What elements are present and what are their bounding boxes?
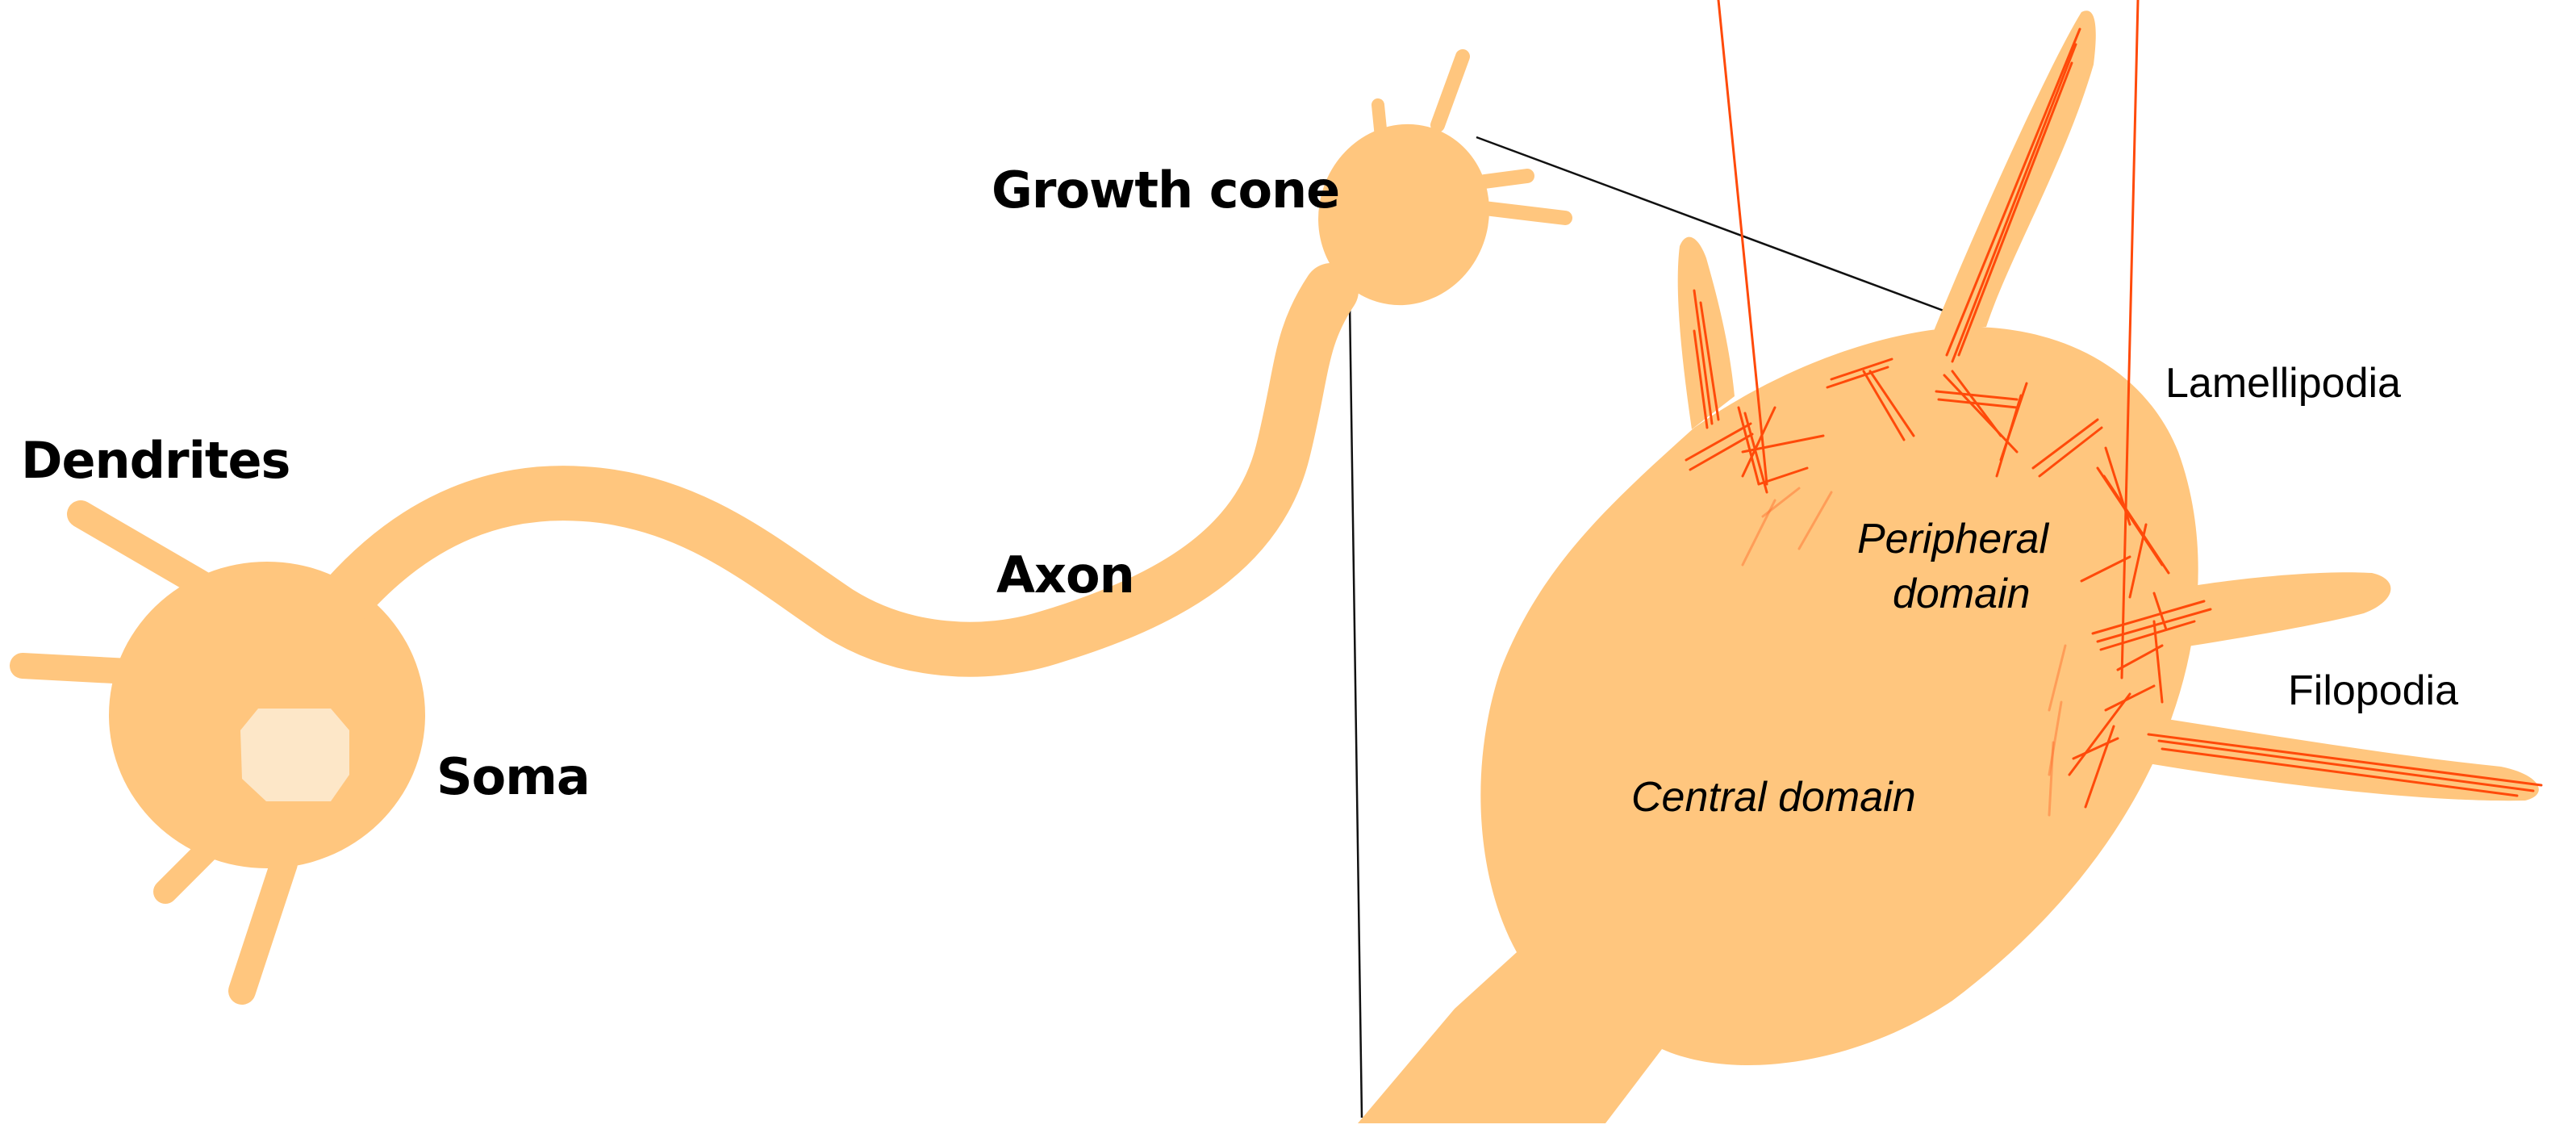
label-lamellipodia: Lamellipodia — [2165, 360, 2401, 407]
dendrite-lower-long — [228, 850, 298, 1005]
small-filopodium-right-upper — [1477, 169, 1534, 189]
label-dendrites: Dendrites — [21, 431, 290, 490]
actin-meshwork-lamellipodia — [1685, 0, 2170, 809]
magnification-line-top — [1476, 136, 1981, 326]
axon — [319, 263, 1359, 677]
growth-cone-neck — [1358, 952, 1662, 1123]
label-peripheral-domain-line1: Peripheral — [1857, 516, 2049, 562]
nucleus — [240, 709, 349, 801]
magnification-line-left — [1348, 303, 1363, 1118]
growth-cone-body — [1480, 327, 2198, 1065]
actin-meshwork-faded — [1741, 487, 2067, 817]
dendrite-left — [10, 653, 142, 684]
growth-cone-magnified — [1358, 0, 2543, 1123]
label-soma: Soma — [436, 747, 591, 806]
soma-group — [10, 500, 425, 1005]
actin-bundles-filopodia — [1693, 27, 2543, 797]
dendrite-upper-left — [67, 500, 223, 603]
magnification-lines — [1348, 136, 1981, 1118]
dendrite-lower-short — [153, 839, 218, 904]
small-filopodium-top — [1430, 49, 1470, 132]
label-central-domain: Central domain — [1631, 774, 1916, 821]
label-peripheral-domain-line2: domain — [1893, 571, 2031, 617]
small-filopodium-right-lower — [1477, 201, 1572, 225]
growth-cone-small — [1318, 49, 1572, 306]
label-filopodia: Filopodia — [2288, 667, 2459, 714]
label-axon: Axon — [996, 546, 1135, 604]
small-growth-cone-body — [1318, 123, 1489, 306]
label-growth-cone: Growth cone — [992, 161, 1340, 219]
